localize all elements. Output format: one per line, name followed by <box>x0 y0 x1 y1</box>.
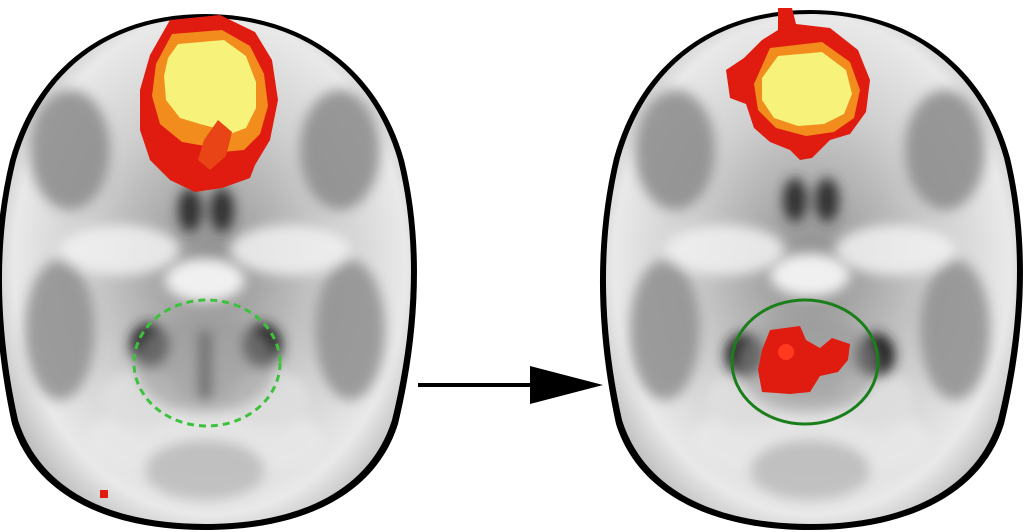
left-stray-voxel <box>100 490 108 498</box>
right-frontal-activation <box>726 8 870 160</box>
right-posterior-activation <box>758 326 850 394</box>
right-brain-panel <box>599 8 1023 530</box>
left-brain-panel <box>0 14 417 530</box>
left-highlight-circle-dashed <box>132 298 282 428</box>
right-posterior-peak <box>778 344 794 360</box>
left-frontal-activation <box>140 15 278 192</box>
transition-arrow <box>418 366 603 404</box>
right-highlight-circle-solid <box>730 298 880 426</box>
